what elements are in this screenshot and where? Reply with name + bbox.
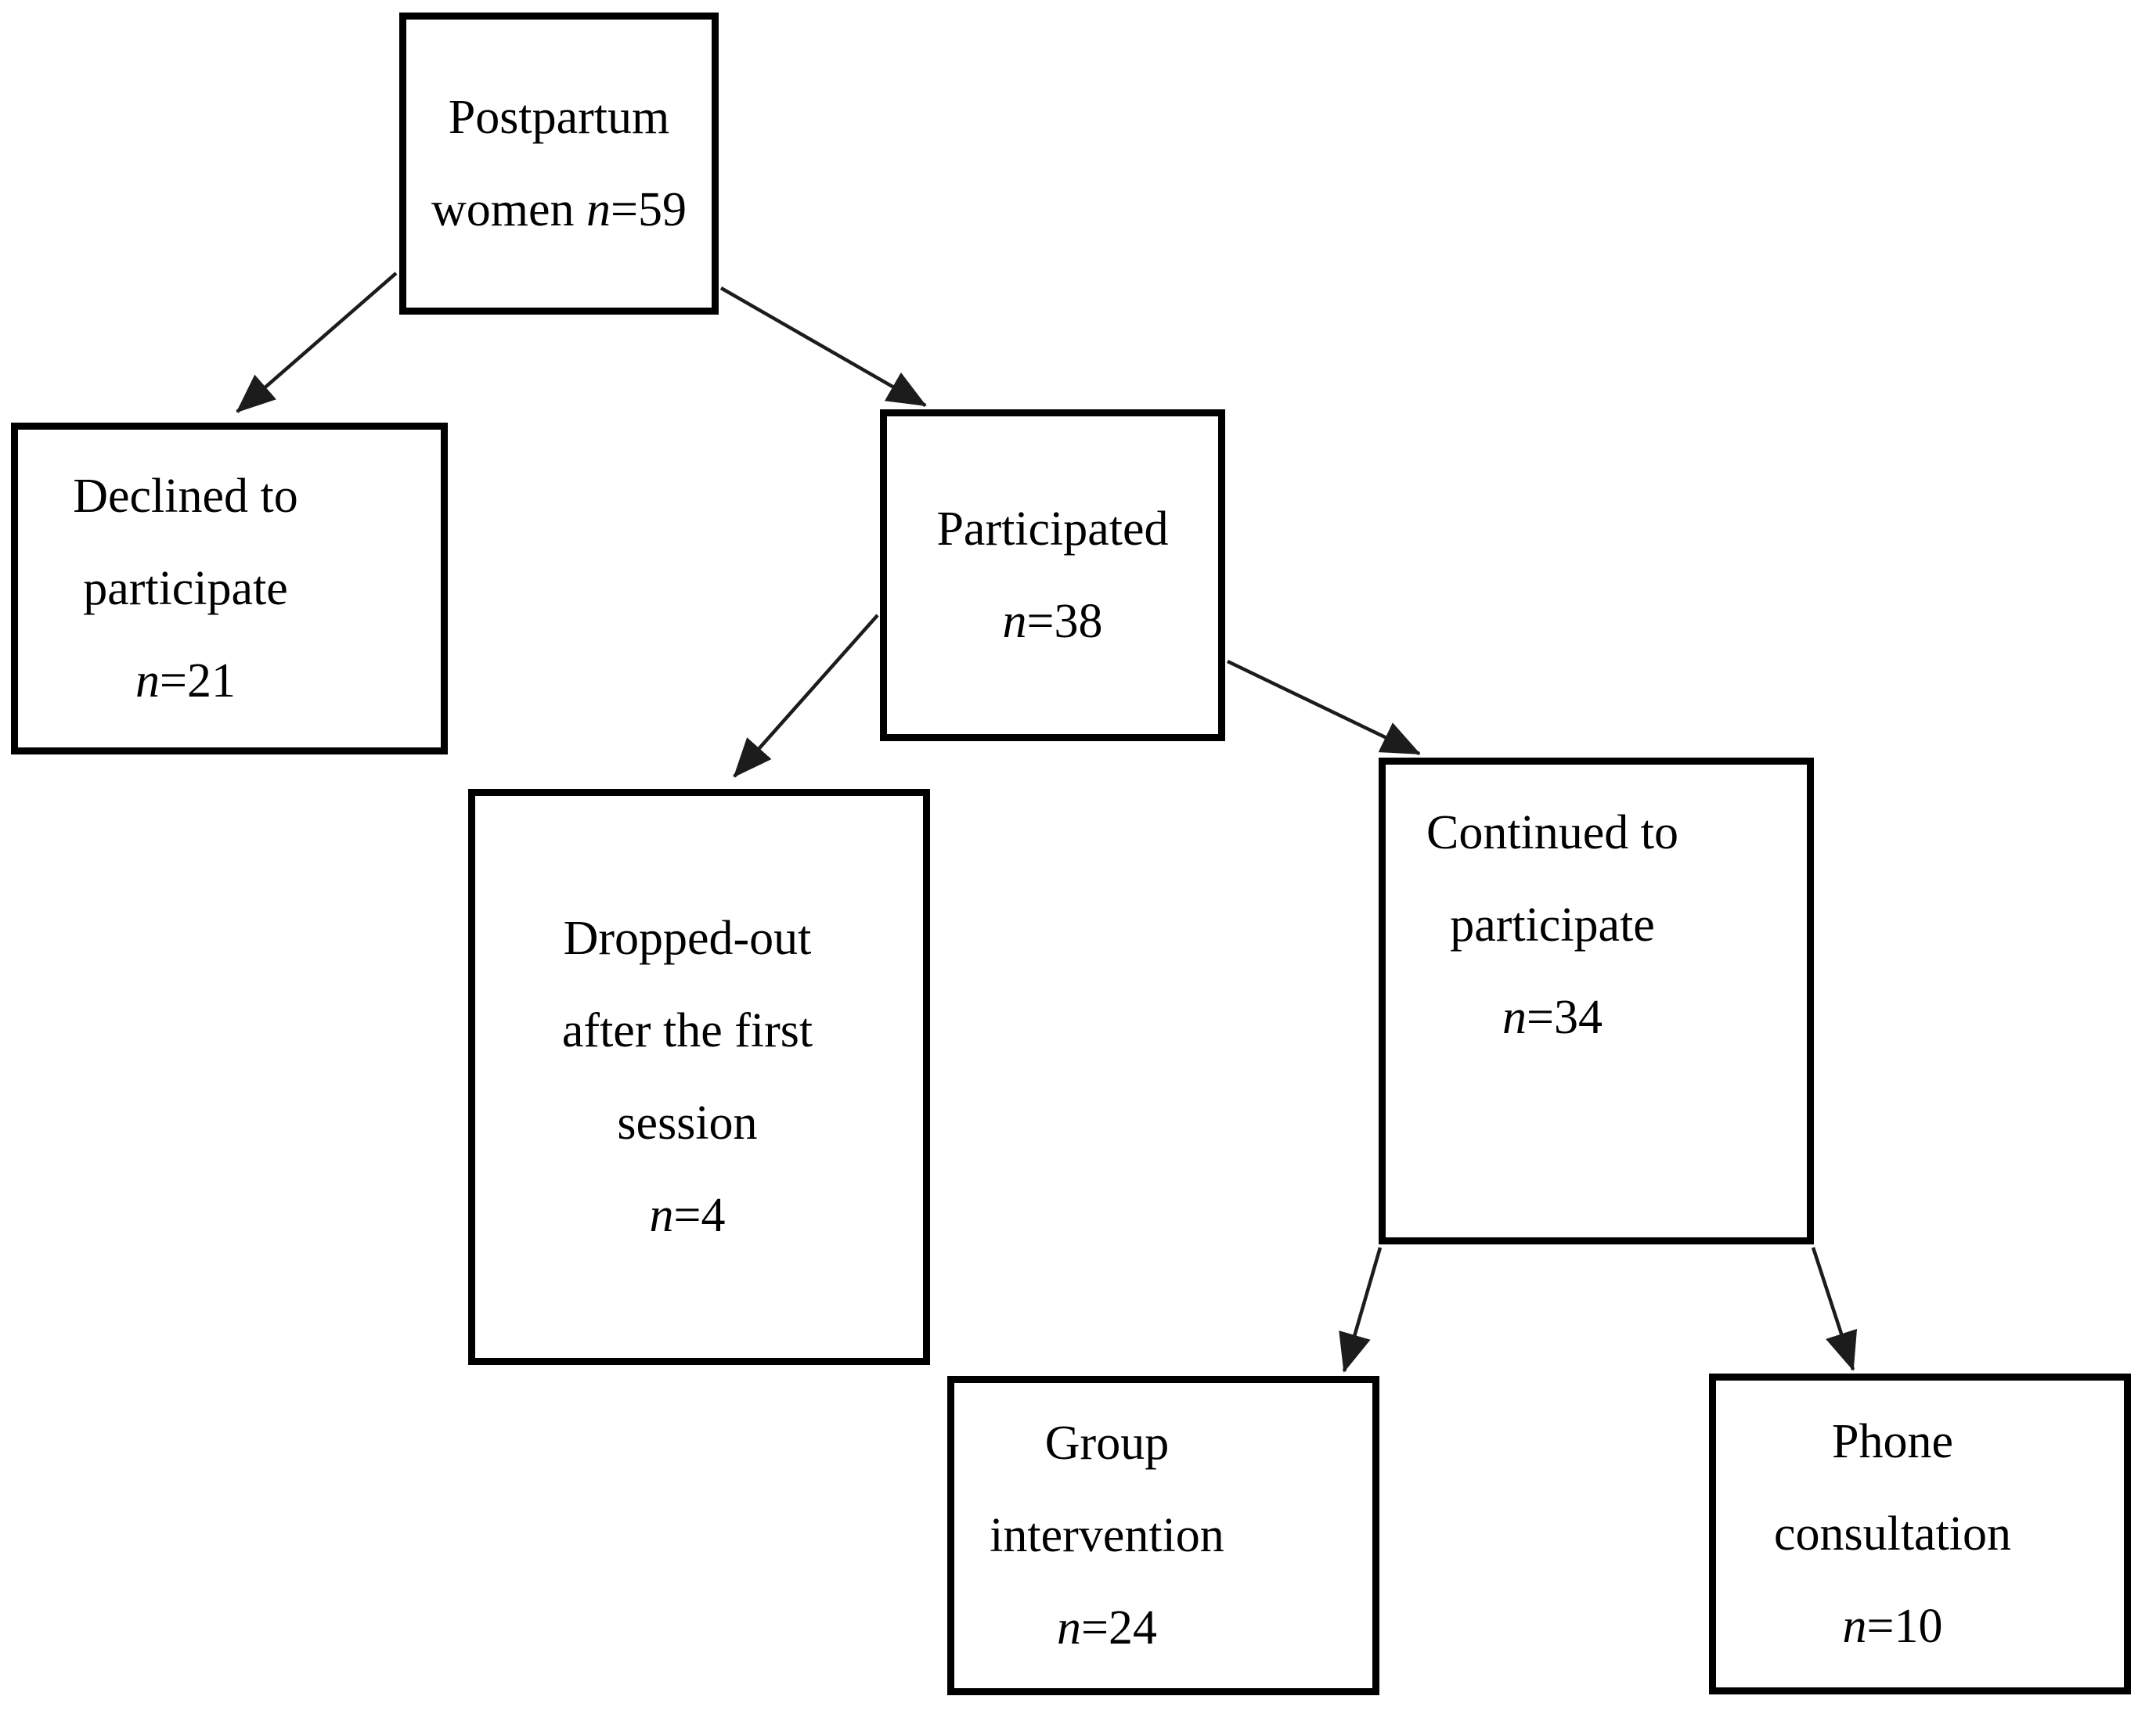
box-line: n=38 xyxy=(1003,575,1103,668)
box-line: n=4 xyxy=(650,1169,726,1262)
box-continued-to-participate: Continued to participate n=34 xyxy=(1379,758,1814,1244)
text-segment: Group xyxy=(1044,1417,1170,1470)
arrow-participated-to-continued xyxy=(1227,659,1421,756)
text-segment: Continued to xyxy=(1426,806,1679,859)
text-segment: intervention xyxy=(990,1509,1224,1562)
italic-n: n xyxy=(135,654,160,708)
box-declined-to-participate: Declined to participate n=21 xyxy=(11,423,448,754)
box-line: Declined to xyxy=(73,450,298,542)
italic-n: n xyxy=(1002,595,1027,648)
arrow-continued-to-group xyxy=(1339,1247,1383,1373)
text-segment: participate xyxy=(1450,898,1655,952)
box-phone-consultation: Phone consultation n=10 xyxy=(1709,1374,2131,1694)
box-line: Dropped-out xyxy=(564,892,812,985)
box-postpartum-women: Postpartum women n=59 xyxy=(399,13,719,315)
box-line: participate xyxy=(83,542,288,635)
italic-n: n xyxy=(649,1189,674,1242)
text-segment: Phone xyxy=(1832,1415,1953,1468)
box-line: after the first xyxy=(562,985,813,1077)
text-segment: =38 xyxy=(1026,595,1103,648)
text-segment: =34 xyxy=(1527,991,1603,1044)
box-line: Continued to xyxy=(1426,787,1678,879)
text-segment: Dropped-out xyxy=(563,912,812,965)
box-line: Phone xyxy=(1832,1395,1953,1488)
arrow-continued-to-phone xyxy=(1811,1247,1858,1371)
box-line: session xyxy=(617,1077,757,1169)
text-segment: participate xyxy=(83,562,288,615)
italic-n: n xyxy=(1502,991,1527,1044)
text-segment: women xyxy=(431,183,587,236)
italic-n: n xyxy=(586,183,611,236)
box-line: consultation xyxy=(1774,1488,2011,1580)
text-segment: Declined to xyxy=(73,470,298,523)
text-segment: =24 xyxy=(1081,1601,1157,1655)
box-line: n=10 xyxy=(1843,1580,1943,1673)
box-participated: Participated n=38 xyxy=(880,409,1225,741)
italic-n: n xyxy=(1842,1600,1867,1653)
text-segment: =21 xyxy=(160,654,236,708)
box-line: Participated xyxy=(936,483,1168,575)
box-group-intervention: Group intervention n=24 xyxy=(947,1376,1379,1695)
arrow-postpartum-to-declined xyxy=(236,272,398,413)
box-line: n=24 xyxy=(1057,1582,1157,1674)
arrow-postpartum-to-participated xyxy=(719,286,927,407)
box-line: intervention xyxy=(990,1489,1224,1582)
box-dropped-out: Dropped-out after the first session n=4 xyxy=(468,789,930,1365)
italic-n: n xyxy=(1057,1601,1082,1655)
box-line: participate xyxy=(1450,879,1655,971)
text-segment: =4 xyxy=(673,1189,726,1242)
text-segment: =10 xyxy=(1866,1600,1943,1653)
box-line: Group xyxy=(1045,1397,1169,1489)
box-line: n=34 xyxy=(1502,971,1603,1064)
text-segment: consultation xyxy=(1773,1507,2012,1561)
box-line: n=21 xyxy=(135,635,236,727)
arrow-participated-to-dropped-out xyxy=(733,614,879,778)
text-segment: =59 xyxy=(611,183,687,236)
text-segment: session xyxy=(617,1096,758,1150)
text-segment: Participated xyxy=(936,502,1169,556)
text-segment: Postpartum xyxy=(448,91,670,144)
box-line: Postpartum xyxy=(449,71,669,164)
box-line: women n=59 xyxy=(431,164,687,256)
text-segment: after the first xyxy=(561,1004,813,1057)
